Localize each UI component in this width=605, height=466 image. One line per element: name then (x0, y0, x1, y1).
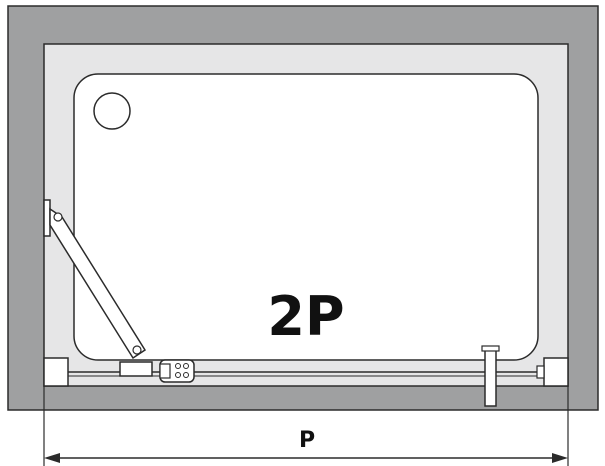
hinge-screw-3 (175, 372, 181, 378)
hinge-screw-4 (183, 372, 189, 378)
arm-clamp (119, 361, 153, 377)
drain-icon (93, 92, 131, 130)
hinge-plate (159, 363, 171, 379)
dimension-arrow-left (44, 453, 60, 463)
handle-cap (481, 345, 500, 352)
tray-basin (73, 73, 539, 361)
hinge-screw-1 (175, 363, 181, 369)
arm-pivot-bottom (132, 345, 142, 355)
wall-bracket (43, 199, 51, 237)
handle-icon (484, 347, 497, 407)
left-wall-profile (43, 357, 69, 387)
right-stopper (536, 365, 545, 379)
hinge-screw-2 (183, 363, 189, 369)
right-wall-profile (543, 357, 569, 387)
dimension-arrow-right (552, 453, 568, 463)
arm-pivot-top (53, 212, 63, 222)
model-label: 2P (267, 285, 344, 348)
dimension-label: P (299, 428, 315, 453)
